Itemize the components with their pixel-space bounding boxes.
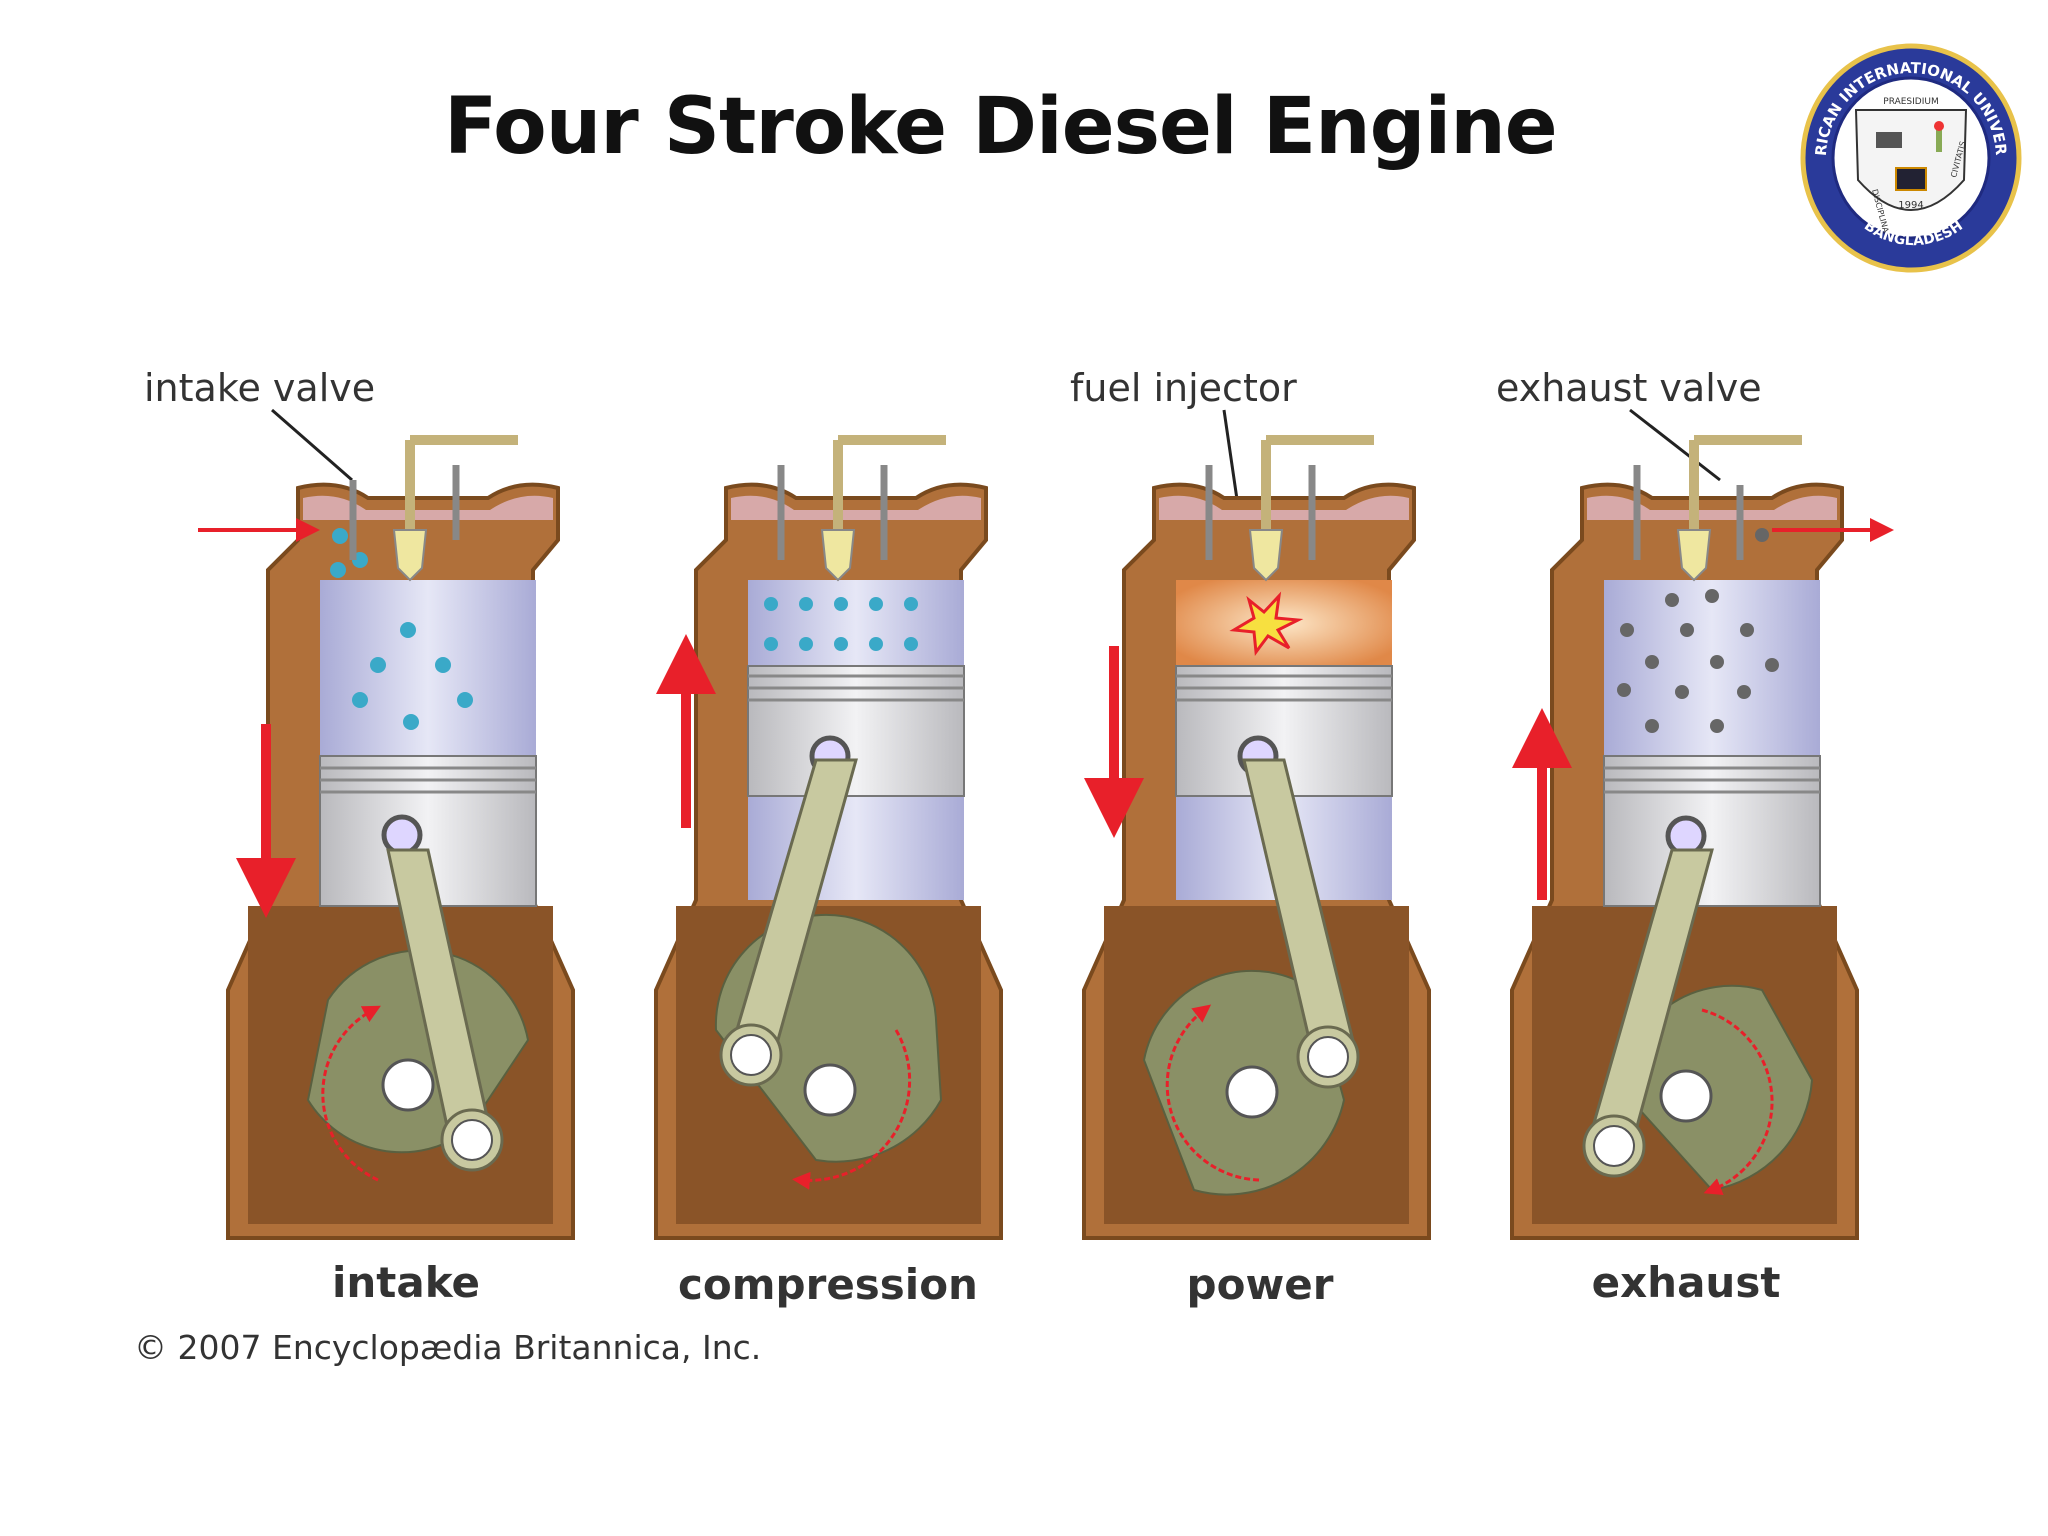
cylinder-head	[1159, 495, 1409, 520]
intake-air-particles	[330, 528, 473, 730]
fuel-injector-label: fuel injector	[1070, 366, 1297, 410]
copyright-notice: © 2007 Encyclopædia Britannica, Inc.	[134, 1328, 762, 1367]
piston	[747, 665, 965, 797]
stroke-label-intake: intake	[331, 1258, 481, 1307]
cylinder-head	[1587, 495, 1837, 520]
fuel-injector-nozzle	[392, 529, 428, 582]
intake-valve-leader	[271, 408, 353, 482]
stroke-label-power: power	[1186, 1260, 1334, 1309]
fuel-line	[1689, 435, 1802, 530]
stroke-label-compression: compression	[678, 1260, 978, 1309]
rotation-arrow	[321, 1005, 381, 1182]
stroke-label-exhaust: exhaust	[1591, 1258, 1781, 1307]
fuel-injector-nozzle	[1248, 529, 1284, 582]
wrist-pin	[381, 814, 423, 856]
cylinder-head	[731, 495, 981, 520]
slide-title: Four Stroke Diesel Engine	[444, 82, 1558, 172]
engine-compression	[654, 435, 1003, 1240]
fuel-injector-nozzle	[820, 529, 856, 582]
rotation-arrow	[1701, 1008, 1774, 1196]
exhaust-valve-label: exhaust valve	[1496, 366, 1762, 410]
logo-year: 1994	[1898, 200, 1923, 211]
cylinder-head	[303, 495, 553, 520]
university-logo: AMERICAN INTERNATIONAL UNIVERSITY BANGLA…	[1796, 40, 2022, 273]
engine-intake	[198, 434, 575, 1240]
compressed-air-particles	[764, 597, 918, 651]
rotation-arrow	[792, 1029, 912, 1190]
rotation-arrow	[1165, 1004, 1260, 1182]
engine-exhaust	[1510, 435, 1894, 1240]
engine-power	[1082, 435, 1431, 1240]
explosion-icon	[1229, 591, 1304, 656]
fuel-line	[1261, 435, 1374, 530]
fuel-injector-nozzle	[1676, 529, 1712, 582]
intake-valve-label: intake valve	[144, 366, 376, 410]
exhaust-valve-leader	[1629, 408, 1721, 482]
fuel-line	[405, 434, 518, 531]
exhaust-gas-particles	[1617, 528, 1779, 733]
fuel-line	[833, 435, 946, 530]
logo-motto-top: PRAESIDIUM	[1883, 97, 1938, 107]
